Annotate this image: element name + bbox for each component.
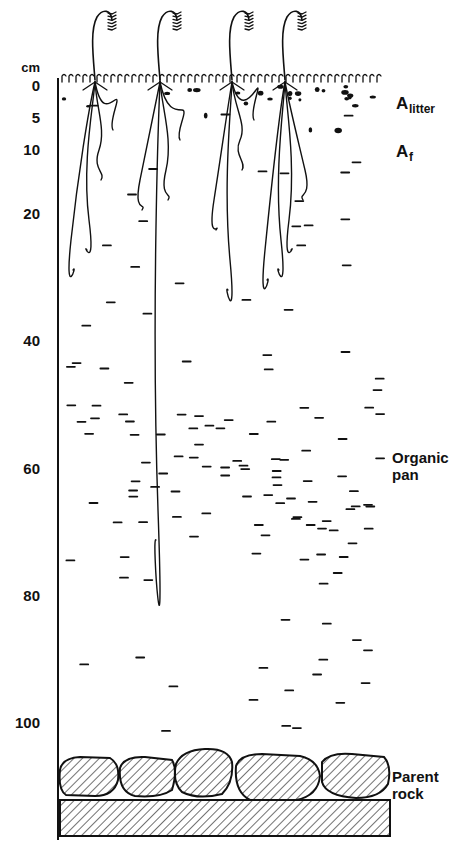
depth-tick-label: 80	[23, 587, 40, 604]
soil-texture	[62, 75, 384, 731]
depth-tick-label: 20	[23, 205, 40, 222]
depth-tick-label: 40	[23, 332, 40, 349]
horizon-label: Parent rock	[392, 768, 464, 803]
horizon-subscript: litter	[409, 103, 435, 117]
horizon-label: Organic pan	[392, 449, 464, 484]
profile-axis	[57, 78, 59, 840]
depth-tick-label: 100	[15, 714, 40, 731]
depth-tick-label: 0	[32, 77, 40, 94]
horizon-subscript: f	[409, 151, 413, 165]
axis-unit: cm	[21, 61, 40, 76]
depth-tick-label: 60	[23, 460, 40, 477]
horizon-label: A	[396, 94, 408, 114]
parent-rock-drawing	[60, 749, 390, 836]
depth-tick-label: 10	[23, 141, 40, 158]
plant-drawing	[69, 11, 307, 605]
depth-tick-label: 5	[32, 109, 40, 126]
horizon-label: A	[396, 142, 408, 162]
